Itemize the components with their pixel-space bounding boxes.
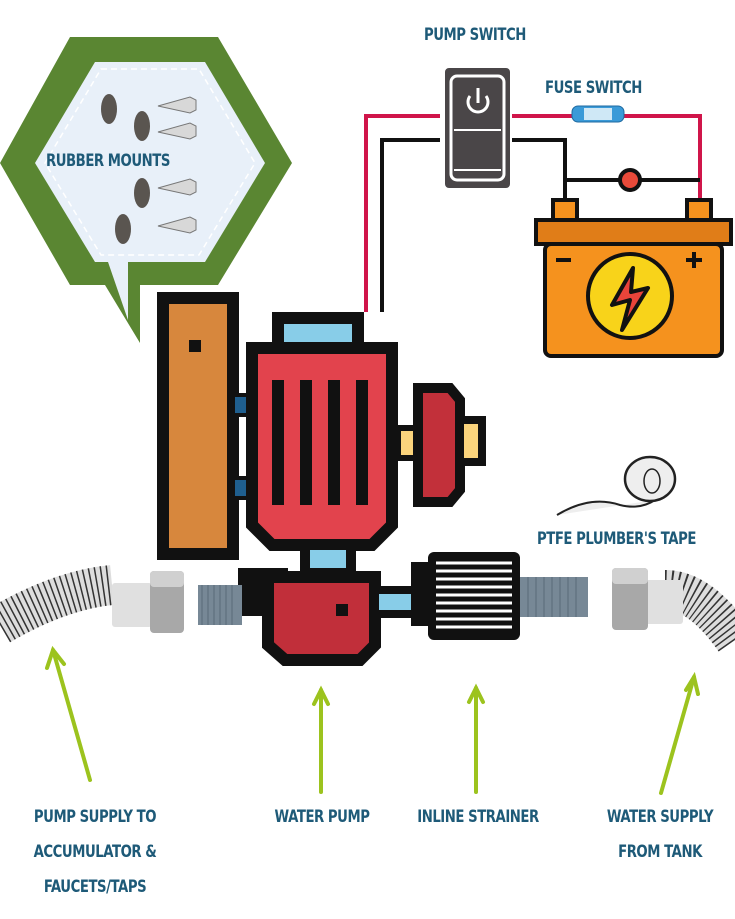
water-pump-icon[interactable] xyxy=(157,292,486,666)
pump-supply-label: PUMP SUPPLY TO ACCUMULATOR & FAUCETS/TAP… xyxy=(17,800,173,905)
inline-strainer-text: INLINE STRAINER xyxy=(417,807,539,827)
battery-icon xyxy=(534,198,733,358)
water-supply-line-1: WATER SUPPLY xyxy=(606,807,714,827)
left-hose xyxy=(0,565,184,643)
fuse-switch-label: FUSE SWITCH xyxy=(545,78,642,98)
label-arrows xyxy=(45,645,700,795)
water-supply-line-2: FROM TANK xyxy=(618,842,702,862)
water-pump-text: WATER PUMP xyxy=(274,807,370,827)
pump-switch-label: PUMP SWITCH xyxy=(424,25,526,45)
indicator-light-icon xyxy=(618,168,642,192)
screw-icons xyxy=(157,96,197,234)
arrow-pump-supply xyxy=(51,648,92,782)
inline-strainer-icon[interactable] xyxy=(428,552,520,640)
water-supply-label: WATER SUPPLY FROM TANK xyxy=(582,800,735,870)
rubber-mounts-label: RUBBER MOUNTS xyxy=(46,151,170,171)
inline-strainer-label: INLINE STRAINER xyxy=(400,800,556,835)
pump-supply-line-2: ACCUMULATOR & xyxy=(33,842,157,862)
threaded-pipes xyxy=(198,577,588,625)
right-hose xyxy=(612,568,735,652)
water-pump-label: WATER PUMP xyxy=(244,800,400,835)
pump-switch-icon[interactable] xyxy=(445,68,510,188)
arrow-water-supply xyxy=(659,675,696,795)
pump-supply-line-1: PUMP SUPPLY TO xyxy=(33,807,157,827)
ptfe-tape-label: PTFE PLUMBER'S TAPE xyxy=(537,529,696,549)
ptfe-tape-icon xyxy=(556,455,677,516)
rubber-mount-icons xyxy=(101,94,150,244)
fuse-icon[interactable] xyxy=(571,105,625,123)
pump-supply-line-3: FAUCETS/TAPS xyxy=(43,877,147,897)
